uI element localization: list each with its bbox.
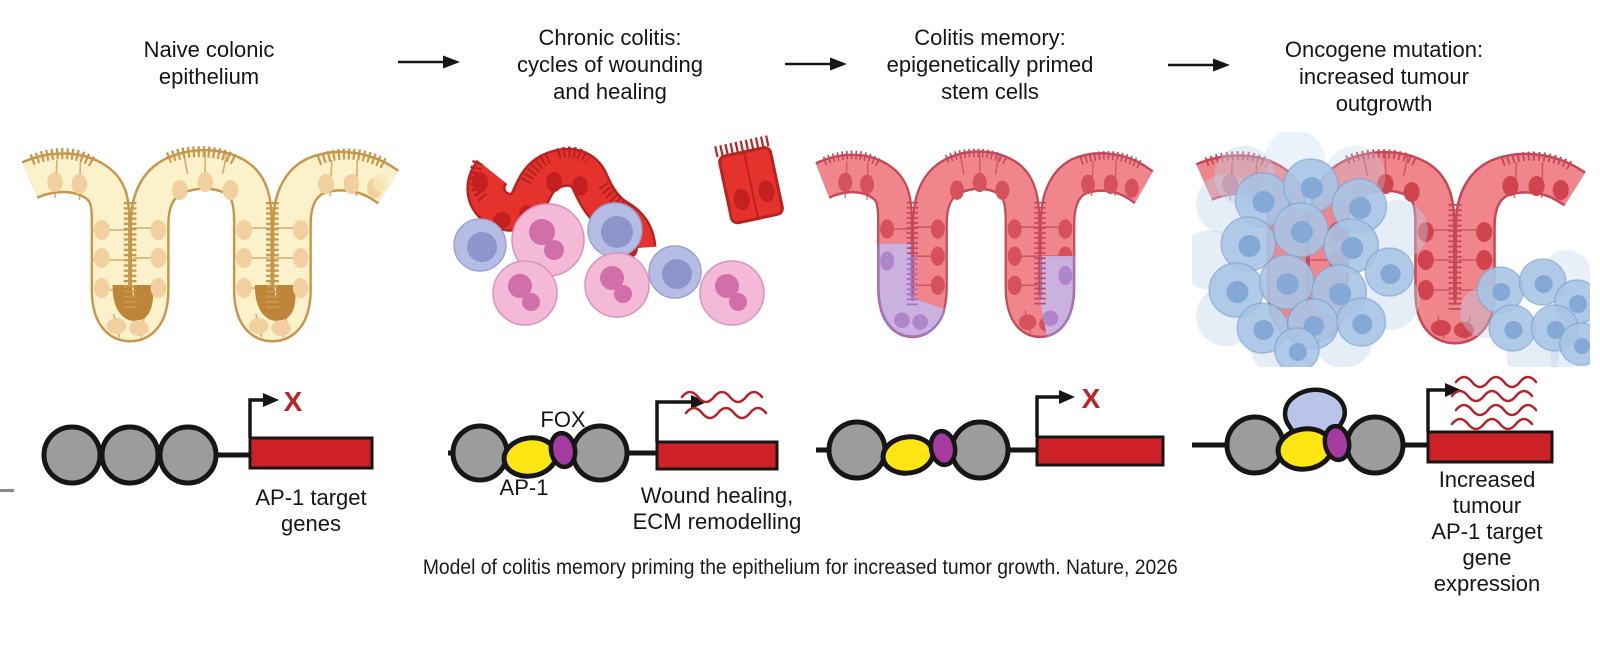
promoter-arrow-icon (1426, 383, 1461, 432)
no-transcription-x: X (1082, 383, 1101, 414)
lymphocyte-cells (453, 202, 702, 299)
gene-body (248, 436, 374, 470)
crypt-base-cells (112, 284, 296, 322)
cell-nuclei (838, 172, 1139, 332)
tumour-mass-large (1192, 132, 1428, 367)
fox-factor (1322, 423, 1352, 463)
flow-arrow-icon-3 (1168, 57, 1230, 78)
gene-body (655, 440, 779, 471)
primed-stem-cells (877, 243, 1075, 338)
neutrophil (699, 260, 765, 326)
no-transcription-x: X (284, 386, 303, 417)
brush-border (1204, 149, 1574, 312)
promoter-arrow-icon (655, 395, 707, 442)
lymphocyte (453, 218, 507, 272)
stage-title-chronic: Chronic colitis: cycles of wounding and … (517, 25, 703, 104)
promoter-arrow-icon (248, 393, 279, 438)
lymphocyte (587, 202, 643, 258)
naive-epithelium-illustration (21, 146, 399, 343)
brush-border (822, 148, 1143, 307)
fox-label: FOX (540, 407, 586, 432)
gene-label-oncogene: Increased tumour AP-1 target gene expres… (1431, 467, 1543, 596)
neutrophil (584, 252, 650, 318)
tumour-mass-small (1460, 250, 1590, 367)
epithelium-band (815, 150, 1154, 339)
gene-diagram-memory: X (816, 383, 1165, 481)
nucleosomes (1224, 414, 1406, 476)
left-edge-mark (0, 489, 14, 492)
neutrophil-cells (492, 203, 765, 326)
fox-factor (928, 428, 958, 468)
gene-body (1035, 435, 1165, 467)
gene-diagram-oncogene (1192, 375, 1554, 476)
fox-factor (548, 430, 578, 470)
stage-title-memory: Colitis memory: epigenetically primed st… (886, 25, 1094, 104)
gene-label-naive: AP-1 target genes (255, 485, 367, 536)
figure-caption: Model of colitis memory priming the epit… (0, 556, 1600, 580)
nucleosomes (41, 424, 219, 486)
flow-arrow-icon-1 (398, 54, 460, 75)
ap1-factor (880, 434, 936, 476)
brush-border (29, 146, 388, 310)
epithelium-band (21, 148, 399, 343)
stray-cell (372, 174, 389, 192)
flow-arrow-icon-2 (785, 56, 847, 77)
rna-transcripts (1450, 375, 1538, 431)
wounded-epithelium-illustration (453, 134, 784, 326)
neutrophil (492, 260, 558, 326)
gene-body (1426, 430, 1554, 464)
gene-diagram-naive: X (41, 386, 374, 486)
caption-text: Model of colitis memory priming the epit… (422, 556, 1178, 579)
stage-title-naive: Naive colonic epithelium (143, 37, 275, 89)
gene-diagram-chronic: FOX AP-1 (448, 390, 779, 500)
primed-epithelium-illustration (815, 148, 1154, 339)
detached-epithelium-fragment (714, 134, 784, 225)
rna-transcripts (680, 390, 768, 420)
neutrophil (511, 203, 585, 277)
promoter-arrow-icon (1035, 390, 1075, 437)
gene-label-chronic: Wound healing, ECM remodelling (632, 483, 802, 534)
ap1-label: AP-1 (500, 475, 549, 500)
lymphocyte (648, 245, 702, 299)
tumour-epithelium-illustration (1192, 132, 1590, 367)
stage-title-oncogene: Oncogene mutation: increased tumour outg… (1284, 37, 1484, 116)
